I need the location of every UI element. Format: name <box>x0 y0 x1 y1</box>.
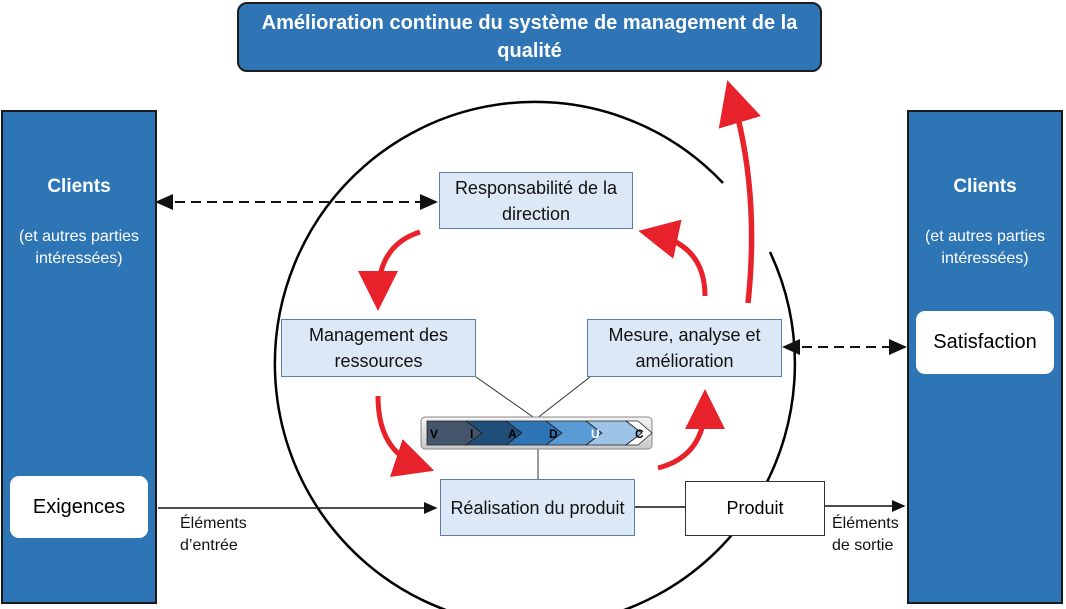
red-arrow-direction-resources <box>358 229 421 311</box>
outputs-label: Éléments de sortie <box>832 515 899 554</box>
clients-right-title: Clients <box>953 176 1017 197</box>
pdca-letter-v: V <box>430 427 438 441</box>
connector-resources <box>475 376 537 420</box>
pdca-letter-d: D <box>549 427 558 441</box>
pdca-letter-u: U <box>591 427 600 441</box>
satisfaction-box: Satisfaction <box>916 311 1054 374</box>
process-realisation: Réalisation du produit <box>440 479 635 536</box>
product-box: Produit <box>685 481 825 536</box>
pdca-bar: V I A D U C <box>420 416 653 450</box>
red-arrow-realisation-measure <box>657 389 725 471</box>
page-title: Amélioration continue du système de mana… <box>237 2 822 72</box>
pdca-letter-i: I <box>470 427 473 441</box>
process-measure: Mesure, analyse et amélioration <box>587 319 782 377</box>
red-arrow-continuous-improvement <box>718 80 761 304</box>
process-direction: Responsabilité de la direction <box>439 172 633 229</box>
connector-measure <box>535 376 591 420</box>
clients-left-subtitle: (et autres parties intéressées) <box>18 228 140 267</box>
red-arrow-resources-realisation <box>375 395 435 478</box>
clients-left-title: Clients <box>47 176 111 197</box>
pdca-letter-c: C <box>635 427 644 441</box>
pdca-step-6 <box>624 420 653 446</box>
process-resources: Management des ressources <box>281 319 476 377</box>
requirements-box: Exigences <box>10 476 148 538</box>
clients-right-subtitle: (et autres parties intéressées) <box>924 228 1046 267</box>
inputs-label: Éléments d’entrée <box>180 515 247 554</box>
pdca-letter-a: A <box>508 427 517 441</box>
red-arrow-measure-direction <box>638 219 708 297</box>
